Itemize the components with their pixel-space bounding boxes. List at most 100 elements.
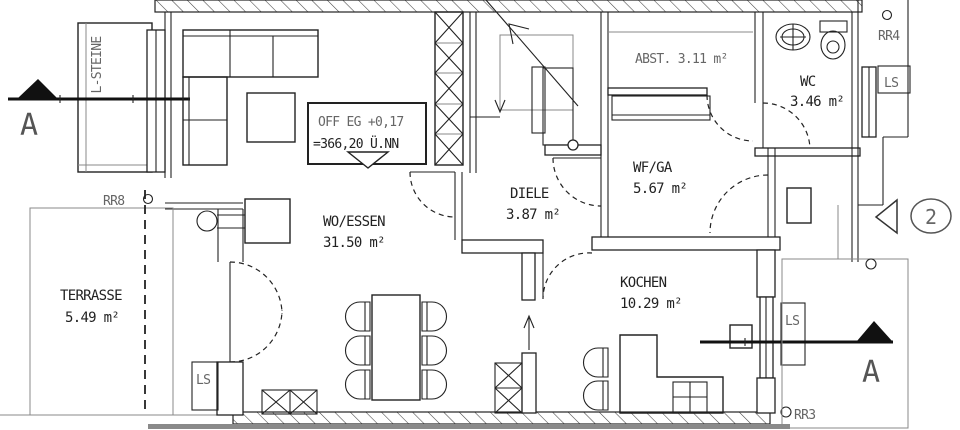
entrance-direction-triangle <box>874 198 898 235</box>
wardrobe <box>611 95 711 121</box>
living-dining-room: OFF EG +0,17 =366,20 Ü.NN WO/ESSEN 31.50… <box>182 29 447 415</box>
sofa <box>182 29 319 166</box>
arrow-up <box>523 314 535 329</box>
door-swing-kitchen <box>542 252 593 300</box>
stove <box>672 381 708 414</box>
elevation-line2: =366,20 Ü.NN <box>313 135 399 152</box>
rr3-label: RR3 <box>794 408 815 423</box>
hall-diele: DIELE 3.87 m² <box>409 157 602 414</box>
wall-segment <box>754 147 861 157</box>
section-letter-a-left: A <box>20 108 38 143</box>
door-swing-hall <box>552 157 602 207</box>
wall-pillar <box>216 361 244 416</box>
utility-rooms: ABST. 3.11 m² WF/GA 5.67 m² WC 3.46 m² <box>600 12 861 250</box>
elevation-line1: OFF EG +0,17 <box>318 115 404 130</box>
partition-wall <box>521 252 536 301</box>
courtyard-outline <box>781 258 909 429</box>
stair-outline <box>499 34 574 111</box>
door-swing-abst <box>706 94 754 142</box>
kitchen: KOCHEN 10.29 m² LS A RR3 <box>583 236 893 423</box>
wfga-room-name: WF/GA <box>633 160 673 176</box>
ls-label-kitchen: LS <box>785 314 799 329</box>
terrace-outline <box>29 207 174 416</box>
wc-room-area: 3.46 m² <box>790 94 844 110</box>
right-edge: LS RR4 2 <box>837 0 952 262</box>
chair <box>421 301 447 332</box>
abst-room-label: ABST. 3.11 m² <box>635 52 728 67</box>
wall-segment <box>461 239 544 254</box>
ls-shaft-topright <box>877 65 911 94</box>
entrance-number: 2 <box>925 205 937 229</box>
ls-label-left: LS <box>196 373 210 388</box>
dining-table <box>371 294 421 401</box>
stair-direction-line <box>485 0 579 107</box>
elevation-box: OFF EG +0,17 =366,20 Ü.NN <box>307 102 427 169</box>
stair-arrow-up <box>508 23 530 45</box>
rr8-pipe-symbol <box>142 193 154 205</box>
post-symbol <box>865 258 877 270</box>
chimney-shaft <box>434 11 464 166</box>
wohnessen-room-name: WO/ESSEN <box>323 214 385 230</box>
ls-label-topright: LS <box>884 76 898 91</box>
chair <box>345 335 371 366</box>
rr4-label: RR4 <box>878 29 900 44</box>
entrance-number-circle <box>910 198 952 234</box>
elevation-datum-triangle <box>346 151 390 169</box>
wc-toilet <box>819 20 848 60</box>
chair <box>345 369 371 400</box>
wc-room-name: WC <box>800 74 816 90</box>
diele-room-area: 3.87 m² <box>506 207 560 223</box>
wohnessen-room-area: 31.50 m² <box>323 235 385 251</box>
partition-wall <box>521 352 537 414</box>
column-symbol <box>196 210 218 232</box>
chair <box>421 335 447 366</box>
rr4-pipe-symbol <box>881 9 893 21</box>
cabinet-square <box>244 198 291 244</box>
fixture-box <box>786 187 812 224</box>
courtyard <box>781 258 909 429</box>
exterior-walls <box>0 0 863 429</box>
bottom-wall-shadow <box>148 424 790 429</box>
crossed-column <box>494 362 523 414</box>
dining-set <box>345 294 447 401</box>
kochen-room-name: KOCHEN <box>620 275 667 291</box>
kochen-room-area: 10.29 m² <box>620 296 682 312</box>
chair <box>583 380 609 411</box>
wall-segment <box>756 377 776 414</box>
left-side: L-STEINE A <box>8 12 291 416</box>
french-door-swing-upper <box>229 261 283 315</box>
door-swing-wc <box>762 102 811 151</box>
section-arrow-left <box>18 79 57 98</box>
rr8-label: RR8 <box>103 194 124 209</box>
stair-railing <box>531 66 546 134</box>
door-swing-wfga <box>709 174 769 234</box>
section-letter-a-right: A <box>862 355 880 390</box>
railing-post <box>567 139 579 151</box>
wall-segment <box>756 249 776 298</box>
stair-arrow-down <box>494 99 506 114</box>
ls-shaft-kitchen <box>780 302 806 366</box>
diele-room-name: DIELE <box>510 186 549 202</box>
terrasse-room-name: TERRASSE <box>60 288 122 304</box>
wc-sink <box>775 23 811 51</box>
stair-core <box>434 0 602 173</box>
door-swing-living <box>409 171 456 218</box>
top-exterior-wall <box>154 0 863 13</box>
french-door-swing-lower <box>229 309 283 363</box>
wall-segment <box>591 236 781 251</box>
ls-shaft-left <box>191 361 219 411</box>
terrasse-room-area: 5.49 m² <box>65 310 119 326</box>
terrace: RR8 TERRASSE 5.49 m² <box>29 190 174 416</box>
section-arrow-right <box>857 321 892 341</box>
l-steine-label: L-STEINE <box>90 36 105 93</box>
wall-segment <box>607 87 708 96</box>
chair <box>345 301 371 332</box>
sink-box <box>729 324 753 349</box>
floor-box <box>261 389 318 415</box>
chair <box>421 369 447 400</box>
stair-railing <box>542 67 574 146</box>
kitchen-counter <box>619 334 724 414</box>
wfga-room-area: 5.67 m² <box>633 181 687 197</box>
